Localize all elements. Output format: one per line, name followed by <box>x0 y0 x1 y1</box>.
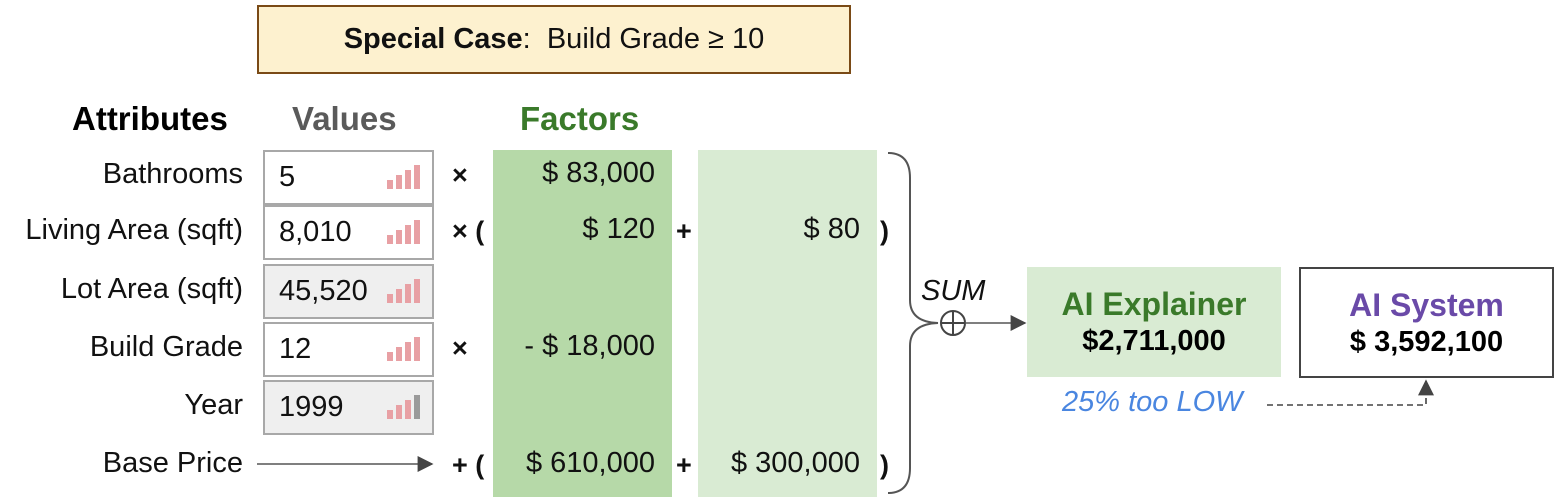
plus-base-price: + <box>676 450 692 480</box>
bar-strength-icon <box>387 220 420 244</box>
ai-system-value: $ 3,592,100 <box>1349 325 1504 358</box>
factor-bathrooms: $ 83,000 <box>542 157 655 189</box>
value-living-area: 8,010 <box>279 216 352 248</box>
value-year: 1999 <box>279 391 344 423</box>
value-box-build-grade: 12 <box>263 322 434 377</box>
circled-plus-icon <box>940 310 966 336</box>
factor-living-area: $ 120 <box>582 213 655 245</box>
values-header: Values <box>292 100 397 137</box>
operator-base-price: + ( <box>452 450 485 480</box>
attribute-label-bathrooms: Bathrooms <box>102 158 243 190</box>
value-box-lot-area: 45,520 <box>263 264 434 319</box>
factor-base-price: $ 610,000 <box>525 447 655 479</box>
special-case-label: Special Case <box>343 23 523 55</box>
attribute-label-lot-area: Lot Area (sqft) <box>60 273 243 305</box>
bar-strength-icon <box>387 165 420 189</box>
ai-system-box: AI System $ 3,592,100 <box>1299 267 1554 378</box>
ai-explainer-value: $2,711,000 <box>1082 325 1226 357</box>
factor-living-area-extra: $ 80 <box>803 213 860 245</box>
special-case-separator: : <box>522 23 531 55</box>
attribute-label-build-grade: Build Grade <box>89 331 243 363</box>
attribute-label-base-price: Base Price <box>102 447 243 479</box>
special-case-condition: Build Grade ≥ 10 <box>546 23 765 55</box>
value-bathrooms: 5 <box>279 161 296 193</box>
difference-arrow <box>1267 379 1434 406</box>
special-case-banner: Special Case: Build Grade ≥ 10 <box>257 5 851 74</box>
operator-living-area: × ( <box>452 216 485 246</box>
value-box-year: 1999 <box>263 380 434 435</box>
bar-strength-icon <box>387 395 420 419</box>
value-box-bathrooms: 5 <box>263 150 434 205</box>
bar-strength-icon <box>387 337 420 361</box>
operator-build-grade: × <box>452 333 468 363</box>
ai-explainer-box: AI Explainer $2,711,000 <box>1027 267 1281 377</box>
value-box-living-area: 8,010 <box>263 205 434 260</box>
sum-brace <box>887 152 939 494</box>
plus-living-area: + <box>676 216 692 246</box>
factor-build-grade: - $ 18,000 <box>524 330 655 362</box>
attribute-label-living-area: Living Area (sqft) <box>25 214 243 246</box>
value-lot-area: 45,520 <box>279 275 368 307</box>
operator-bathrooms: × <box>452 160 468 190</box>
ai-explainer-title: AI Explainer <box>1061 286 1247 322</box>
sum-label: SUM <box>921 275 986 307</box>
attributes-header: Attributes <box>72 100 228 137</box>
factor-column-secondary <box>698 150 877 497</box>
value-build-grade: 12 <box>279 333 312 365</box>
factors-header: Factors <box>520 100 640 137</box>
ai-system-title: AI System <box>1349 286 1504 323</box>
bar-strength-icon <box>387 279 420 303</box>
attribute-label-year: Year <box>184 389 243 421</box>
close-paren-living-area: ) <box>880 216 889 246</box>
close-paren-base-price: ) <box>880 450 889 480</box>
factor-base-price-extra: $ 300,000 <box>730 447 860 479</box>
difference-label: 25% too LOW <box>1062 386 1243 418</box>
factor-column-primary <box>493 150 672 497</box>
